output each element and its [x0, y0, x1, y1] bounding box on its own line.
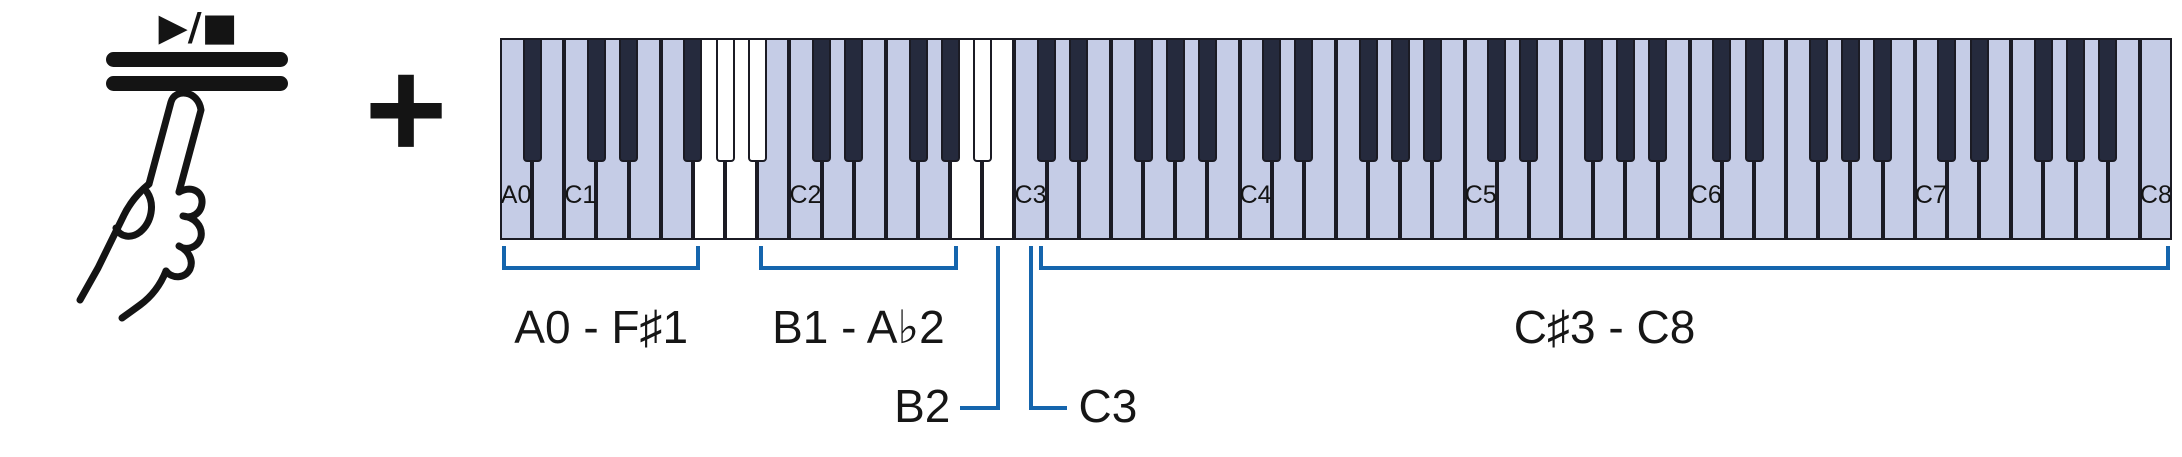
callout-line-C3 [1028, 246, 1033, 410]
callout-line-B2 [996, 246, 1001, 410]
piano-key-A#7 [2098, 38, 2118, 162]
piano-key-C#7 [1937, 38, 1957, 162]
piano-key-C#5 [1487, 38, 1507, 162]
pointing-hand-icon [76, 89, 206, 322]
piano-key-D#3 [1069, 38, 1089, 162]
piano-key-A#4 [1422, 38, 1442, 162]
piano-key-C#4 [1262, 38, 1282, 162]
range-label-3: C♯3 - C8 [1513, 301, 1696, 353]
piano-key-A#5 [1648, 38, 1668, 162]
piano-key-A#3 [1197, 38, 1217, 162]
piano-key-A#1 [747, 38, 767, 162]
piano-key-G#5 [1615, 38, 1635, 162]
plus-sign: + [364, 30, 448, 189]
piano-key-F#3 [1133, 38, 1153, 162]
piano-key-F#6 [1808, 38, 1828, 162]
callout-connector-C3 [1030, 406, 1067, 410]
press-play-stop-button-illustration: ▶/■ [76, 5, 288, 322]
range-bracket-3 [1039, 246, 2170, 270]
range-bracket-2 [759, 246, 958, 270]
piano-key-C#1 [586, 38, 606, 162]
piano-key-G#1 [715, 38, 735, 162]
range-label-2: B1 - A♭2 [772, 301, 945, 353]
piano-key-A#6 [1873, 38, 1893, 162]
piano-key-A#0 [522, 38, 542, 162]
piano-key-F#5 [1583, 38, 1603, 162]
piano-key-F#1 [683, 38, 703, 162]
callout-connector-B2 [960, 406, 997, 410]
range-bracket-1 [502, 246, 701, 270]
piano-key-C#3 [1037, 38, 1057, 162]
callout-label-C3: C3 [1078, 380, 1138, 432]
piano-key-G#2 [940, 38, 960, 162]
piano-key-D#6 [1744, 38, 1764, 162]
play-stop-icon: ▶/■ [158, 5, 237, 49]
piano-key-C8 [2139, 38, 2172, 240]
piano-key-G#4 [1390, 38, 1410, 162]
piano-key-C#6 [1712, 38, 1732, 162]
piano-key-F#4 [1358, 38, 1378, 162]
callout-label-B2: B2 [894, 380, 951, 432]
piano-key-F#2 [908, 38, 928, 162]
button-bar-bottom [106, 76, 288, 91]
piano-key-D#2 [844, 38, 864, 162]
piano-key-A#2 [972, 38, 992, 162]
piano-key-G#7 [2066, 38, 2086, 162]
keyboard-annotations: A0 - F♯1 B1 - A♭2 C♯3 - C8 B2 C3 [500, 38, 2172, 457]
piano-key-D#4 [1294, 38, 1314, 162]
range-label-1: A0 - F♯1 [514, 301, 689, 353]
piano-key-D#1 [619, 38, 639, 162]
piano-key-D#7 [1969, 38, 1989, 162]
piano-key-C#2 [812, 38, 832, 162]
piano-key-G#3 [1165, 38, 1185, 162]
piano-key-F#7 [2033, 38, 2053, 162]
piano-key-G#6 [1840, 38, 1860, 162]
piano-key-D#5 [1519, 38, 1539, 162]
button-bar-top [106, 52, 288, 67]
